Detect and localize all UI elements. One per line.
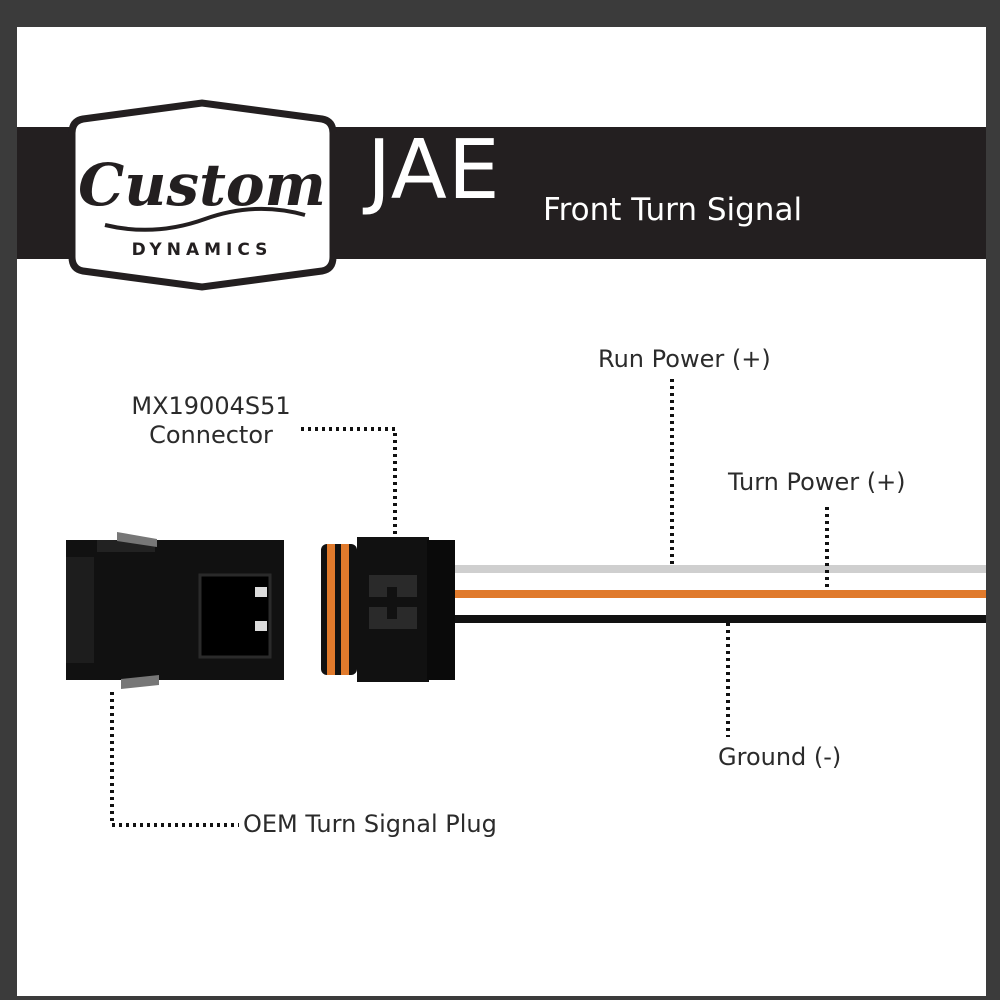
leader-connector	[301, 427, 397, 537]
logo-swash	[104, 206, 306, 232]
logo-script-text: Custom	[78, 151, 326, 219]
leader-lines	[110, 379, 829, 827]
wire-white-run-power	[452, 565, 986, 573]
brand-logo: Custom DYNAMICS	[68, 99, 337, 291]
mx19004s51-connector	[321, 537, 455, 682]
oem-turn-signal-plug	[66, 532, 284, 689]
logo-badge-shape	[68, 99, 337, 291]
turn-power-label: Turn Power (+)	[728, 468, 906, 496]
oem-plug-label: OEM Turn Signal Plug	[243, 810, 497, 838]
wire-orange-turn-power	[452, 590, 986, 598]
page-title: JAE	[367, 123, 501, 218]
connector-label: MX19004S51 Connector	[121, 392, 301, 450]
logo-sub-text: DYNAMICS	[132, 240, 273, 260]
page-subtitle: Front Turn Signal	[543, 192, 803, 228]
run-power-label: Run Power (+)	[598, 345, 771, 373]
wiring-diagram	[66, 379, 986, 827]
connector-label-line2: Connector	[149, 420, 273, 449]
ground-label: Ground (-)	[718, 743, 842, 771]
leader-oem-plug	[110, 692, 239, 827]
wire-black-ground	[452, 615, 986, 623]
connector-label-line1: MX19004S51	[131, 392, 291, 420]
diagram-card: Custom DYNAMICS JAE Front Turn Signal	[17, 27, 986, 996]
